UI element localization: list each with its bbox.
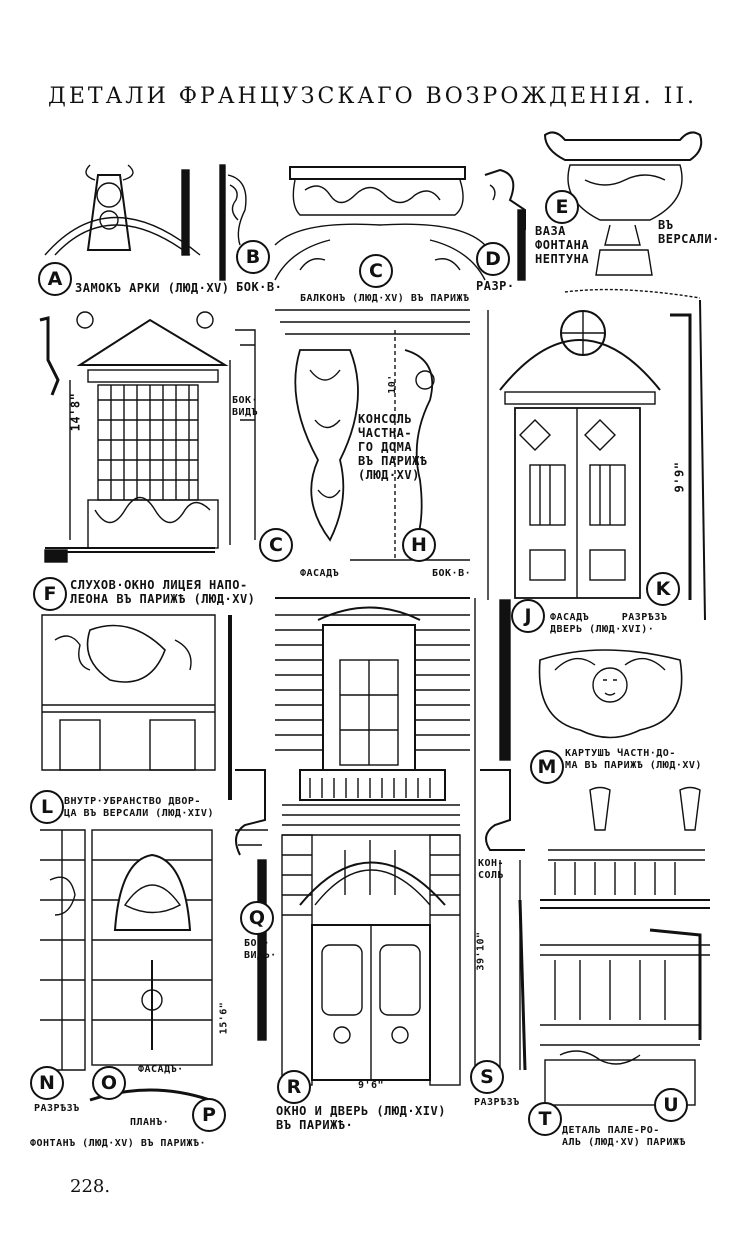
dimension-10: 10' (386, 374, 398, 394)
drawing-tu-palais-royal (540, 786, 710, 1106)
drawing-m-cartouche (538, 649, 683, 739)
letter-marker-c2: C (259, 528, 293, 562)
caption-jk-door: ФАСАДЪ РАЗРѢЗЪ ДВЕРЬ (ЛЮД·XVI)· (550, 612, 668, 635)
caption-d: РАЗР· (476, 279, 515, 293)
dimension-39-10: 39'10" (475, 931, 487, 971)
caption-razrez-1: РАЗРѢЗЪ (34, 1103, 80, 1114)
caption-nop-fountain: ФОНТАНЪ (ЛЮД·XV) ВЪ ПАРИЖѢ· (30, 1138, 207, 1149)
letter-marker-h: H (402, 528, 436, 562)
caption-a: ЗАМОКЪ АРКИ (ЛЮД·XV) (75, 281, 230, 295)
page-number: 228. (70, 1176, 111, 1197)
caption-r: ОКНО И ДВЕРЬ (ЛЮД·XIV) ВЪ ПАРИЖѢ· (276, 1104, 446, 1132)
caption-bok-v-2: БОК·В· (432, 568, 472, 579)
drawing-s-section (474, 598, 527, 1071)
dimension-9-6: 9'6" (358, 1080, 385, 1091)
caption-fasad-2: ФАСАДЪ· (138, 1064, 184, 1075)
drawing-nop-fountain (40, 829, 213, 1102)
letter-marker-m: M (530, 750, 564, 784)
letter-marker-p: P (192, 1098, 226, 1132)
caption-l: ВНУТР·УБРАНСТВО ДВОР- ЦА ВЪ ВЕРСАЛИ (ЛЮД… (64, 796, 214, 819)
caption-q: БОК· ВИДЪ· (244, 938, 277, 961)
drawing-l-versailles-interior (41, 614, 232, 800)
drawing-q-side-view (235, 769, 268, 1041)
caption-konsol: КОН- СОЛЬ (478, 858, 505, 881)
caption-f: СЛУХОВ·ОКНО ЛИЦЕЯ НАПО- ЛЕОНА ВЪ ПАРИЖѢ … (70, 578, 256, 606)
caption-c: БАЛКОНЪ (ЛЮД·XV) ВЪ ПАРИЖѢ (300, 293, 470, 304)
letter-marker-o: O (92, 1066, 126, 1100)
drawing-f-dormer-window (39, 311, 256, 563)
dimension-14-8: 14'8" (68, 392, 83, 432)
drawing-r-window-door (275, 597, 470, 1086)
caption-e2: ВЪ ВЕРСАЛИ· (658, 218, 720, 246)
drawing-e-vase (543, 131, 703, 299)
letter-marker-r: R (277, 1070, 311, 1104)
letter-marker-b: B (236, 240, 270, 274)
caption-tu: ДЕТАЛЬ ПАЛЕ-РО- АЛЬ (ЛЮД·XV) ПАРИЖѢ (562, 1125, 686, 1148)
caption-m: КАРТУШЪ ЧАСТН·ДО- МА ВЪ ПАРИЖѢ (ЛЮД·XV) (565, 748, 702, 771)
drawing-a-keystone (44, 164, 201, 256)
caption-bok-vid: БОК· ВИДЪ (232, 395, 259, 418)
letter-marker-e: E (545, 190, 579, 224)
caption-ch-console: КОНСОЛЬ ЧАСТНА- ГО ДОМА ВЪ ПАРИЖѢ (ЛЮД·X… (358, 412, 428, 482)
caption-fasad-1: ФАСАДЪ (300, 568, 340, 579)
letter-marker-q: Q (240, 901, 274, 935)
caption-e: ВАЗА ФОНТАНА НЕПТУНА (535, 224, 590, 266)
caption-plan: ПЛАНЪ· (130, 1117, 170, 1128)
dimension-9-9: 9'9" (672, 461, 687, 493)
caption-razrez-2: РАЗРѢЗЪ (474, 1097, 520, 1108)
letter-marker-l: L (30, 790, 64, 824)
letter-marker-d: D (476, 242, 510, 276)
letter-marker-u: U (654, 1088, 688, 1122)
letter-marker-k: K (646, 572, 680, 606)
letter-marker-s: S (470, 1060, 504, 1094)
letter-marker-n: N (30, 1066, 64, 1100)
drawing-c-balcony (274, 166, 486, 281)
caption-b: БОК·В· (236, 280, 283, 294)
letter-marker-f: F (33, 577, 67, 611)
letter-marker-c: C (359, 254, 393, 288)
dimension-15-6: 15'6" (218, 1001, 230, 1035)
drawing-d-section (484, 168, 526, 281)
drawing-b-side-view (219, 164, 247, 281)
drawing-jk-door (487, 299, 706, 621)
plate-title: ДЕТАЛИ ФРАНЦУЗСКАГО ВОЗРОЖДЕНІЯ. II. (47, 84, 698, 109)
letter-marker-a: A (38, 262, 72, 296)
letter-marker-j: J (511, 599, 545, 633)
letter-marker-t: T (528, 1102, 562, 1136)
